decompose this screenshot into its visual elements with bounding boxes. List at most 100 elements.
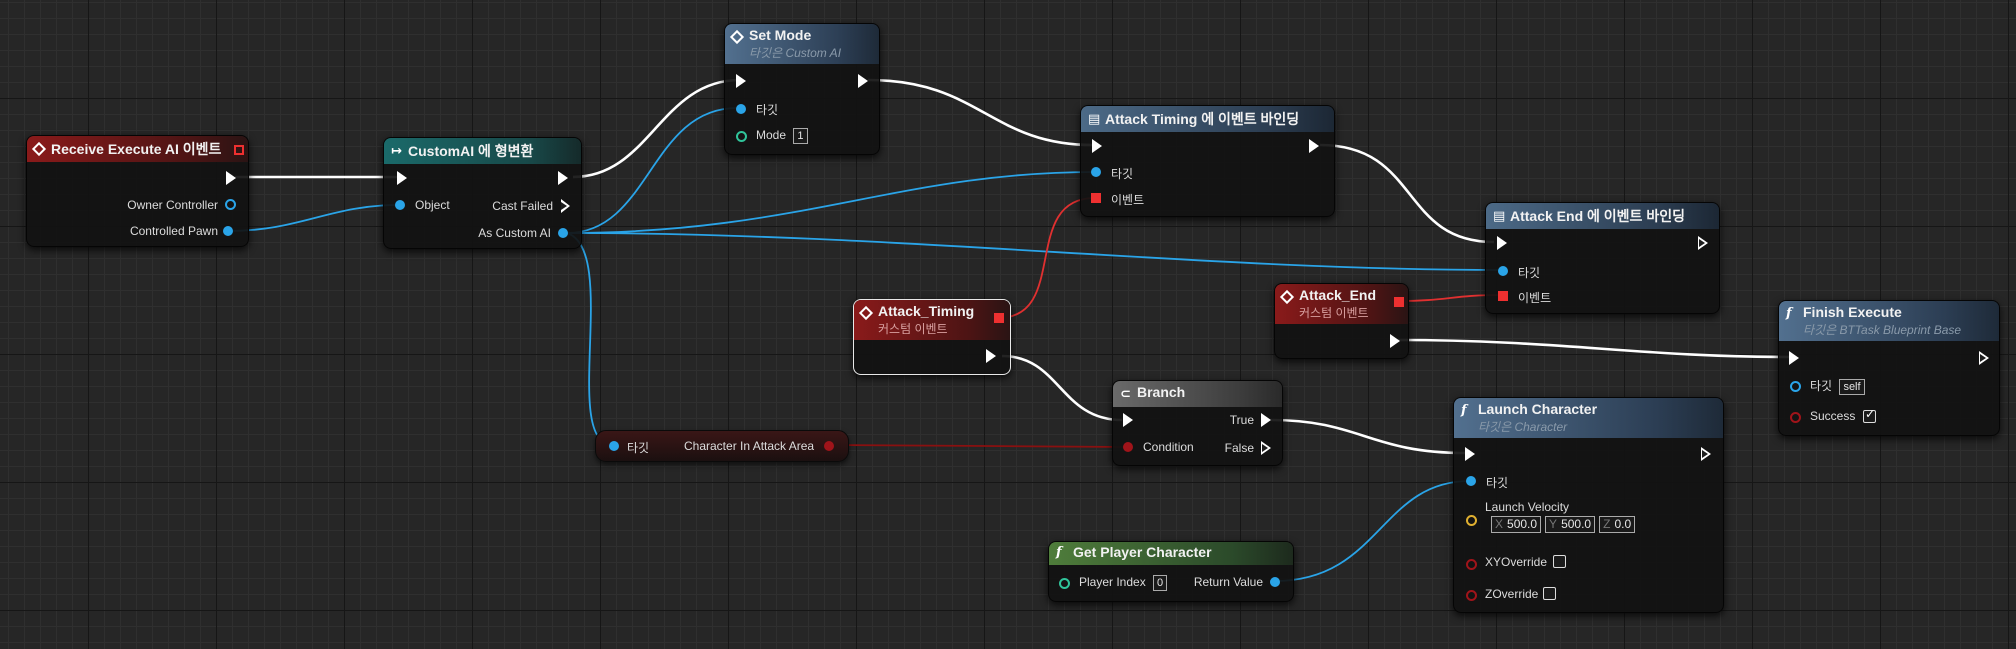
get-player-character-node[interactable]: f Get Player Character Player Index 0 Re… xyxy=(1048,541,1294,602)
node-header[interactable]: Attack_End 커스텀 이벤트 xyxy=(1275,284,1408,324)
true-exec-pin[interactable] xyxy=(1261,413,1271,427)
event-delegate-pin[interactable] xyxy=(1498,291,1508,301)
player-index-row: Player Index 0 xyxy=(1079,575,1168,591)
target-self-field[interactable]: self xyxy=(1839,379,1865,395)
zoverride-input-pin[interactable] xyxy=(1466,590,1477,601)
node-header[interactable]: f Finish Execute 타깃은 BTTask Blueprint Ba… xyxy=(1779,301,1999,341)
finish-execute-node[interactable]: f Finish Execute 타깃은 BTTask Blueprint Ba… xyxy=(1778,300,2000,436)
exec-output-pin[interactable] xyxy=(1701,447,1711,461)
node-header[interactable]: Receive Execute AI 이벤트 xyxy=(27,136,248,162)
return-value-pin[interactable] xyxy=(1270,577,1280,587)
node-header[interactable]: ▤ Attack End 에 이벤트 바인딩 xyxy=(1486,203,1719,229)
target-input-pin[interactable] xyxy=(736,104,746,114)
exec-input-pin[interactable] xyxy=(1123,413,1133,427)
cast-failed-exec-pin[interactable] xyxy=(561,199,570,213)
branch-node[interactable]: ⊂ Branch True Condition False xyxy=(1112,380,1283,466)
target-input-pin[interactable] xyxy=(1091,167,1101,177)
launch-character-node[interactable]: f Launch Character 타깃은 Character 타깃 Laun… xyxy=(1453,397,1724,613)
node-header[interactable]: Set Mode 타깃은 Custom AI xyxy=(725,24,879,64)
xyoverride-checkbox[interactable] xyxy=(1553,555,1566,568)
exec-output-pin[interactable] xyxy=(1309,139,1319,153)
cast-to-customai-node[interactable]: ↦ CustomAI 에 형변환 Object Cast Failed As C… xyxy=(383,137,582,249)
node-header[interactable]: f Get Player Character xyxy=(1049,542,1293,565)
node-title: Get Player Character xyxy=(1073,544,1212,560)
exec-output-pin[interactable] xyxy=(1390,334,1400,348)
success-input-pin[interactable] xyxy=(1790,412,1801,423)
mode-input-pin[interactable] xyxy=(736,131,747,142)
xyoverride-input-pin[interactable] xyxy=(1466,559,1477,570)
exec-input-pin[interactable] xyxy=(1092,139,1102,153)
exec-output-pin[interactable] xyxy=(558,171,568,185)
exec-input-pin[interactable] xyxy=(1789,351,1799,365)
exec-input-pin[interactable] xyxy=(1497,236,1507,250)
launch-velocity-pin[interactable] xyxy=(1466,515,1477,526)
as-custom-ai-pin[interactable] xyxy=(558,228,568,238)
node-header[interactable]: ⊂ Branch xyxy=(1113,381,1282,407)
node-title: Receive Execute AI 이벤트 xyxy=(51,141,222,157)
player-index-field[interactable]: 0 xyxy=(1153,575,1168,591)
node-subtitle: 커스텀 이벤트 xyxy=(878,322,948,336)
success-checkbox[interactable] xyxy=(1863,407,1876,423)
mode-row: Mode 1 xyxy=(756,128,808,144)
attack-timing-event-node[interactable]: Attack_Timing 커스텀 이벤트 xyxy=(853,299,1011,375)
node-subtitle: 타깃은 BTTask Blueprint Base xyxy=(1803,323,1962,337)
target-input-pin[interactable] xyxy=(1466,476,1476,486)
set-mode-node[interactable]: Set Mode 타깃은 Custom AI 타깃 Mode 1 xyxy=(724,23,880,155)
attack-end-event-node[interactable]: Attack_End 커스텀 이벤트 xyxy=(1274,283,1409,359)
exec-output-pin[interactable] xyxy=(1979,351,1989,365)
function-diamond-icon xyxy=(729,29,745,45)
bool-output-pin[interactable] xyxy=(824,441,834,451)
branch-icon: ⊂ xyxy=(1120,386,1131,401)
controlled-pawn-pin[interactable] xyxy=(223,226,233,236)
owner-controller-pin[interactable] xyxy=(225,199,236,210)
bind-attack-end-node[interactable]: ▤ Attack End 에 이벤트 바인딩 타깃 이벤트 xyxy=(1485,202,1720,314)
false-label: False xyxy=(1224,441,1254,455)
exec-wire-branch-launch xyxy=(1270,418,1466,455)
exec-wire-setmode-bind xyxy=(867,78,1094,147)
receive-execute-ai-node[interactable]: Receive Execute AI 이벤트 Owner Controller … xyxy=(26,135,249,247)
node-title: Launch Character xyxy=(1478,401,1598,417)
event-delegate-pin[interactable] xyxy=(1091,193,1101,203)
bind-attack-timing-node[interactable]: ▤ Attack Timing 에 이벤트 바인딩 타깃 이벤트 xyxy=(1080,105,1335,217)
exec-output-pin[interactable] xyxy=(858,74,868,88)
object-input-pin[interactable] xyxy=(395,200,405,210)
target-input-pin[interactable] xyxy=(1498,266,1508,276)
object-wire-cast-timingbind xyxy=(566,171,1096,234)
object-wire-pawn-cast xyxy=(227,204,399,232)
node-header[interactable]: Attack_Timing 커스텀 이벤트 xyxy=(854,300,1010,340)
target-label: 타깃 xyxy=(627,441,650,455)
delegate-output-pin[interactable] xyxy=(1394,297,1404,307)
false-exec-pin[interactable] xyxy=(1261,441,1271,455)
exec-output-pin[interactable] xyxy=(1698,236,1708,250)
exec-input-pin[interactable] xyxy=(736,74,746,88)
mode-value-field[interactable]: 1 xyxy=(793,128,808,144)
target-input-pin[interactable] xyxy=(609,441,619,451)
node-subtitle: 타깃은 Character xyxy=(1478,420,1568,434)
object-wire-cast-getter xyxy=(566,232,614,446)
exec-output-pin[interactable] xyxy=(986,349,996,363)
node-title: Attack Timing 에 이벤트 바인딩 xyxy=(1105,111,1300,127)
player-index-pin[interactable] xyxy=(1059,578,1070,589)
exec-wire-cast-setmode xyxy=(572,78,741,179)
delegate-output-pin[interactable] xyxy=(994,313,1004,323)
exec-output-pin[interactable] xyxy=(226,171,236,185)
target-label: 타깃 xyxy=(1810,379,1833,393)
event-diamond-icon xyxy=(858,305,874,321)
character-in-attack-area-getter[interactable]: 타깃 Character In Attack Area xyxy=(595,430,849,462)
node-header[interactable]: ▤ Attack Timing 에 이벤트 바인딩 xyxy=(1081,106,1334,132)
zoverride-checkbox[interactable] xyxy=(1543,587,1556,600)
node-header[interactable]: f Launch Character 타깃은 Character xyxy=(1454,398,1723,438)
delegate-output-pin[interactable] xyxy=(234,145,244,155)
condition-input-pin[interactable] xyxy=(1123,442,1133,452)
node-subtitle: 타깃은 Custom AI xyxy=(749,46,842,60)
node-title: Attack End 에 이벤트 바인딩 xyxy=(1510,208,1685,224)
target-input-pin[interactable] xyxy=(1790,381,1801,392)
as-custom-ai-label: As Custom AI xyxy=(478,226,551,240)
exec-input-pin[interactable] xyxy=(397,171,407,185)
node-header[interactable]: ↦ CustomAI 에 형변환 xyxy=(384,138,581,164)
target-label: 타깃 xyxy=(1111,167,1134,181)
exec-input-pin[interactable] xyxy=(1465,447,1475,461)
